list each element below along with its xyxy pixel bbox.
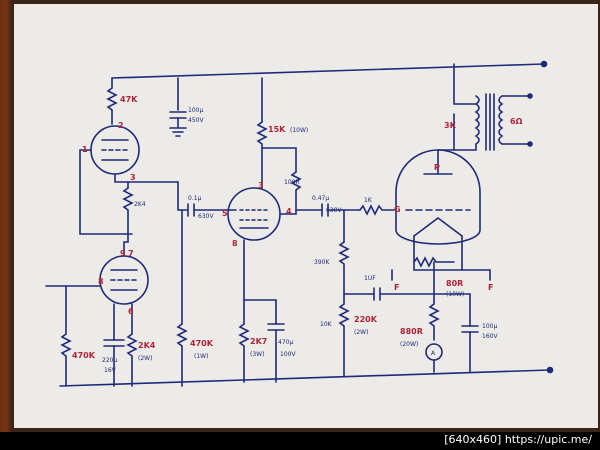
resistor-220k [338, 303, 350, 377]
label-c100v: 450V [188, 117, 204, 124]
resistor-80r [413, 256, 455, 268]
label-2k4a: 2K4 [134, 201, 146, 208]
label-pin8: 8 [98, 277, 104, 286]
label-pin9: 9 [120, 249, 126, 258]
label-pin2: 2 [118, 121, 124, 130]
label-100r: 100R [284, 179, 300, 186]
label-c01: 0.1µ [188, 195, 202, 202]
label-c470v: 100V [280, 351, 296, 358]
bplus-rail [111, 63, 545, 79]
label-pin4: 4 [286, 207, 292, 216]
label-15kw: (10W) [290, 127, 308, 134]
label-pin8b: 8 [232, 239, 238, 248]
label-c01v: 630V [198, 213, 214, 220]
label-pin3b: 3 [258, 181, 264, 190]
component-labels: 47K 100µ 450V 15K (10W) 100R 2 1 3 3 4 5… [72, 95, 523, 374]
resistor-15k [256, 121, 268, 189]
label-f2: F [488, 283, 493, 292]
label-2k4b: 2K4 [138, 341, 156, 350]
label-g: G [394, 205, 401, 214]
label-470k-b: 470K [190, 339, 214, 348]
footer-text: [640x460] https://upic.me/ [444, 433, 592, 446]
label-pin3: 3 [130, 173, 136, 182]
label-47k: 47K [120, 95, 138, 104]
label-880rw: (20W) [400, 341, 418, 348]
label-c220: 220µ [102, 357, 117, 364]
label-pin1: 1 [82, 145, 88, 154]
label-1uf: 1UF [364, 275, 376, 282]
label-pin7: 7 [128, 249, 134, 258]
schematic-paper: 47K 100µ 450V 15K (10W) 100R 2 1 3 3 4 5… [14, 4, 598, 428]
label-1k: 1K [364, 197, 373, 204]
label-80rw: (10W) [446, 291, 464, 298]
resistor-470k-1w [176, 323, 188, 387]
label-470k-a: 470K [72, 351, 96, 360]
label-c047: 0.47µ [312, 195, 329, 202]
label-2k7w: (3W) [250, 351, 264, 358]
resistor-390k [338, 241, 350, 295]
resistor-2k4-a [122, 187, 134, 243]
label-3k: 3K [444, 121, 457, 130]
label-10k: 10K [320, 321, 333, 328]
label-pin5: 5 [222, 209, 228, 218]
label-pin6: 6 [128, 307, 134, 316]
resistor-100r [290, 171, 302, 211]
label-880r: 880R [400, 327, 423, 336]
resistor-1k [359, 204, 395, 216]
transformer-secondary [498, 95, 504, 145]
label-c220v: 16V [104, 367, 117, 374]
resistor-880r [428, 303, 440, 341]
label-c100: 100µ [188, 107, 203, 114]
label-80r: 80R [446, 279, 463, 288]
label-2k7: 2K7 [250, 337, 267, 346]
ground-rail [59, 369, 551, 387]
label-f1: F [394, 283, 399, 292]
label-2k4bw: (2W) [138, 355, 152, 362]
resistor-47k [106, 87, 118, 111]
resistor-2k7 [238, 323, 250, 383]
resistor-2k4-b [126, 333, 138, 387]
label-220kw: (2W) [354, 329, 368, 336]
label-220k: 220K [354, 315, 378, 324]
resistor-470k-grid [60, 333, 72, 387]
footer-bar: [640x460] https://upic.me/ [0, 432, 600, 450]
label-p: P [434, 163, 440, 172]
label-6ohm: 6Ω [510, 117, 523, 126]
label-c470: 470µ [278, 339, 293, 346]
label-c047v: 630V [326, 207, 342, 214]
label-390k: 390K [314, 259, 330, 266]
output-tube [395, 149, 481, 245]
transformer-primary [474, 95, 480, 145]
label-15k: 15K [268, 125, 286, 134]
label-c100bv: 160V [482, 333, 498, 340]
label-c100b: 100µ [482, 323, 497, 330]
label-meter: A [431, 350, 436, 357]
label-470kw: (1W) [194, 353, 208, 360]
